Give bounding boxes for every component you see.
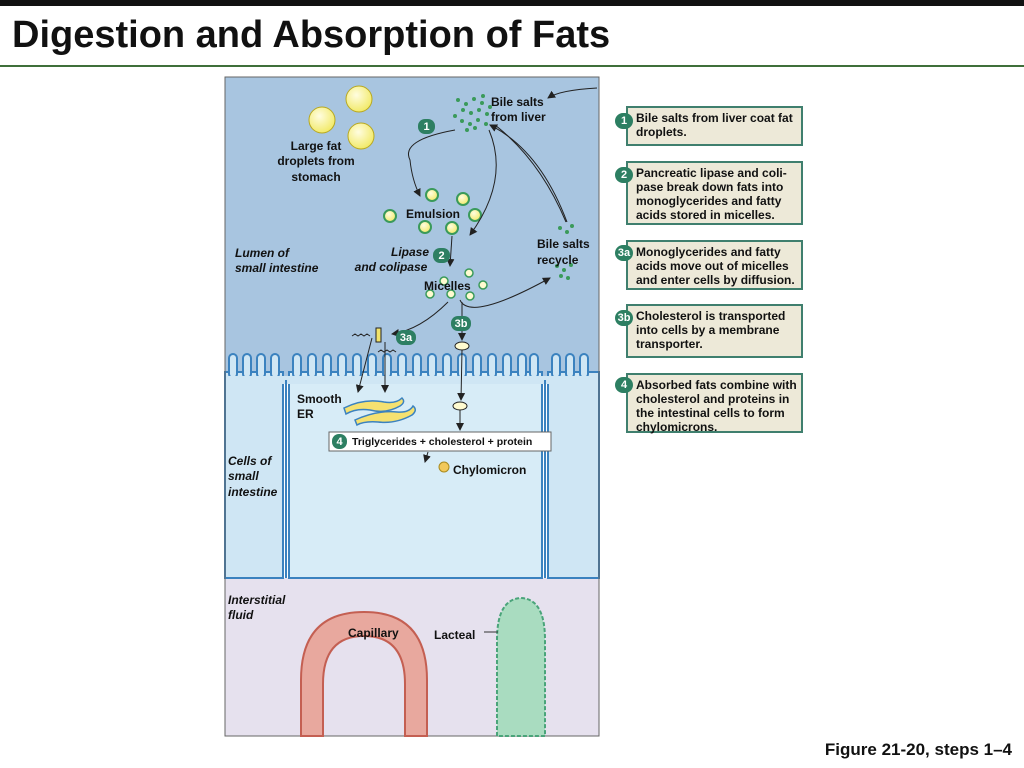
label-interstitial: Interstitial fluid	[228, 593, 286, 622]
label-bile-salts: Bile salts from liver	[491, 95, 546, 124]
top-bar	[0, 0, 1024, 6]
svg-text:and colipase: and colipase	[355, 260, 428, 274]
intestinal-cells	[224, 353, 600, 579]
svg-text:Large fat: Large fat	[291, 139, 342, 153]
fatty-acid-squiggle	[351, 333, 371, 337]
svg-text:small: small	[228, 469, 259, 483]
step-text-3b: Cholesterol is transported into cells by…	[636, 309, 786, 351]
step-box-3a: Monoglycerides and fatty acids move out …	[626, 240, 803, 290]
svg-text:Bile salts: Bile salts	[537, 237, 590, 251]
step-badge-2: 2	[615, 167, 633, 183]
svg-text:droplets from: droplets from	[277, 154, 354, 168]
label-cells: Cells of small intestine	[228, 454, 278, 499]
svg-text:ER: ER	[297, 407, 314, 421]
bile-recycle-dots	[555, 224, 574, 280]
label-capillary: Capillary	[348, 626, 399, 640]
title-bar: Digestion and Absorption of Fats	[0, 6, 1024, 67]
svg-text:Smooth: Smooth	[297, 392, 342, 406]
svg-text:Interstitial: Interstitial	[228, 593, 286, 607]
svg-text:Lumen of: Lumen of	[235, 246, 290, 260]
emulsion-droplets	[383, 188, 482, 235]
svg-text:from liver: from liver	[491, 110, 546, 124]
step-badge-3b: 3b	[615, 310, 633, 326]
step-box-2: Pancreatic lipase and coli-pase break do…	[626, 161, 803, 225]
svg-text:3a: 3a	[400, 332, 413, 344]
smooth-er-shape	[343, 396, 416, 427]
slide-title: Digestion and Absorption of Fats	[12, 14, 611, 56]
label-large-fat: Large fat droplets from stomach	[277, 139, 354, 184]
chylomicron-dot	[438, 461, 450, 473]
label-emulsion: Emulsion	[406, 207, 460, 221]
svg-text:stomach: stomach	[291, 170, 340, 184]
figure-caption: Figure 21-20, steps 1–4	[824, 740, 1012, 759]
fatty-acid-squiggle-2	[377, 349, 397, 353]
micelles-group	[425, 268, 488, 301]
svg-text:3b: 3b	[455, 318, 468, 330]
triglycerides-box	[328, 431, 552, 452]
svg-text:Bile salts: Bile salts	[491, 95, 544, 109]
label-lacteal: Lacteal	[434, 628, 475, 642]
step-box-4: Absorbed fats combine with cholesterol a…	[626, 373, 803, 434]
label-chylomicron: Chylomicron	[453, 463, 526, 477]
svg-text:fluid: fluid	[228, 608, 254, 622]
label-triglycerides: Triglycerides + cholesterol + protein	[352, 436, 532, 448]
label-micelles: Micelles	[424, 279, 471, 293]
capillary-shape	[300, 610, 428, 737]
svg-text:4: 4	[336, 436, 343, 448]
step-text-4: Absorbed fats combine with cholesterol a…	[636, 378, 797, 434]
bile-salt-cluster	[453, 94, 492, 132]
step-text-2: Pancreatic lipase and coli-pase break do…	[636, 166, 787, 222]
svg-text:recycle: recycle	[537, 253, 579, 267]
cholesterol-oval	[454, 341, 470, 351]
step-badge-3a: 3a	[615, 245, 633, 261]
marker-2: 2	[433, 248, 450, 263]
pathway-arrows	[355, 87, 598, 463]
label-smooth-er: Smooth ER	[297, 392, 342, 421]
svg-text:2: 2	[438, 250, 444, 262]
step-badge-4: 4	[615, 377, 633, 393]
svg-text:1: 1	[423, 121, 429, 133]
label-bile-recycle: Bile salts recycle	[537, 237, 590, 267]
cholesterol-oval-cell	[452, 401, 468, 411]
step-text-3a: Monoglycerides and fatty acids move out …	[636, 245, 795, 287]
step-text-1: Bile salts from liver coat fat droplets.	[636, 111, 793, 139]
svg-text:Lipase: Lipase	[391, 245, 429, 259]
svg-text:small intestine: small intestine	[235, 261, 319, 275]
label-lipase: Lipase and colipase	[355, 245, 430, 274]
step-box-1: Bile salts from liver coat fat droplets.	[626, 106, 803, 146]
marker-3b: 3b	[451, 316, 471, 331]
step-badge-1: 1	[615, 113, 633, 129]
svg-text:Cells of: Cells of	[228, 454, 272, 468]
marker-4: 4	[332, 434, 347, 449]
large-fat-droplets	[308, 85, 375, 150]
marker-1: 1	[418, 119, 435, 134]
marker-3a: 3a	[396, 330, 416, 345]
monoglyceride-symbol	[375, 327, 382, 343]
lacteal-shape	[496, 596, 546, 737]
label-lumen: Lumen of small intestine	[235, 246, 319, 275]
step-box-3b: Cholesterol is transported into cells by…	[626, 304, 803, 358]
svg-text:intestine: intestine	[228, 485, 278, 499]
